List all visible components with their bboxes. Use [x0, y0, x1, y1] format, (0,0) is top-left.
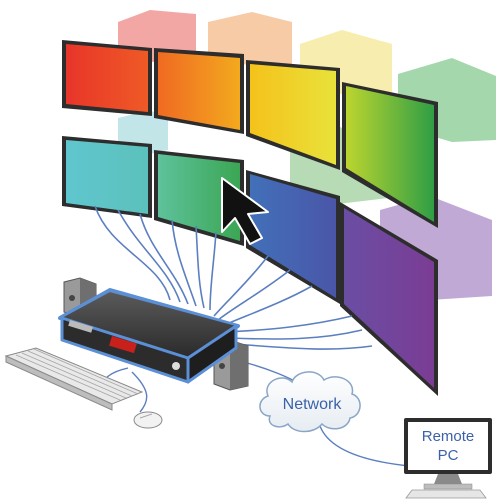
monitor-cyan — [62, 136, 152, 218]
remote-pc-label-line1: Remote — [422, 428, 475, 445]
remote-pc-label-line2: PC — [438, 447, 459, 464]
network-label: Network — [283, 396, 343, 413]
keyboard-icon — [4, 347, 144, 411]
monitor-purple — [340, 202, 438, 396]
monitor-red — [62, 40, 152, 116]
monitor-yellow — [246, 60, 340, 170]
mouse-pointer-icon — [221, 177, 269, 245]
kvm-switch-icon — [58, 288, 240, 384]
bg-block-orange — [208, 12, 292, 66]
monitor-green — [342, 82, 438, 228]
network-cloud: Network — [259, 371, 361, 433]
remote-pc-icon: Remote PC — [404, 418, 492, 499]
cloud-icon — [259, 371, 361, 433]
monitor-blue — [246, 170, 340, 304]
mouse-icon — [133, 411, 163, 429]
monitor-wall — [62, 40, 438, 396]
monitor-orange — [154, 48, 244, 134]
